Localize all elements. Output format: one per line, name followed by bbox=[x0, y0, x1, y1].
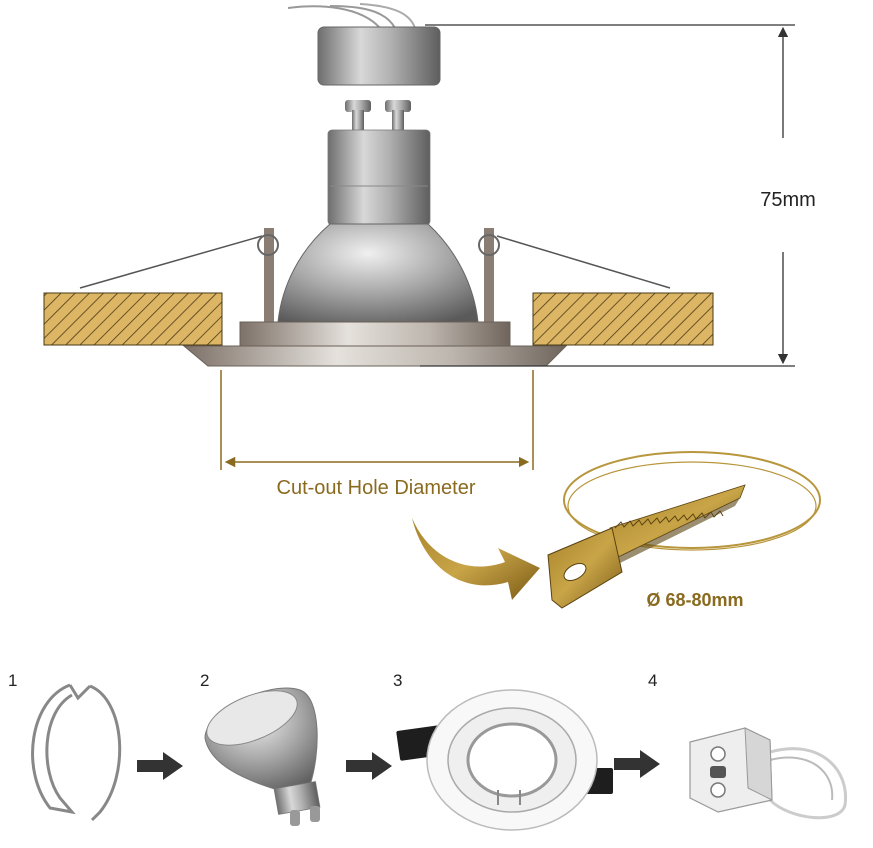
ceiling-board-left bbox=[43, 292, 223, 346]
step-number-2: 2 bbox=[200, 671, 209, 690]
height-label: 75mm bbox=[760, 189, 816, 211]
ceiling-board-right bbox=[532, 292, 714, 346]
step-number-4: 4 bbox=[648, 671, 657, 690]
height-dimension bbox=[420, 24, 795, 367]
white-downlight-frame-icon bbox=[396, 689, 613, 831]
spring-clip-icon bbox=[31, 683, 122, 822]
arrow-right-icon bbox=[346, 752, 392, 780]
arrow-right-icon bbox=[614, 750, 660, 778]
diameter-label: Ø 68-80mm bbox=[646, 590, 743, 610]
gu10-lamp-holder-icon bbox=[689, 727, 848, 820]
hole-saw-icon bbox=[547, 451, 821, 609]
cutout-dimension bbox=[220, 370, 534, 470]
step-number-3: 3 bbox=[393, 671, 402, 690]
gu10-bulb-icon bbox=[204, 687, 321, 826]
arrow-right-icon bbox=[137, 752, 183, 780]
step-number-1: 1 bbox=[8, 671, 17, 690]
cutout-label: Cut-out Hole Diameter bbox=[277, 477, 476, 499]
fixture-cross-section bbox=[79, 3, 671, 367]
curved-arrow-icon bbox=[412, 518, 540, 600]
